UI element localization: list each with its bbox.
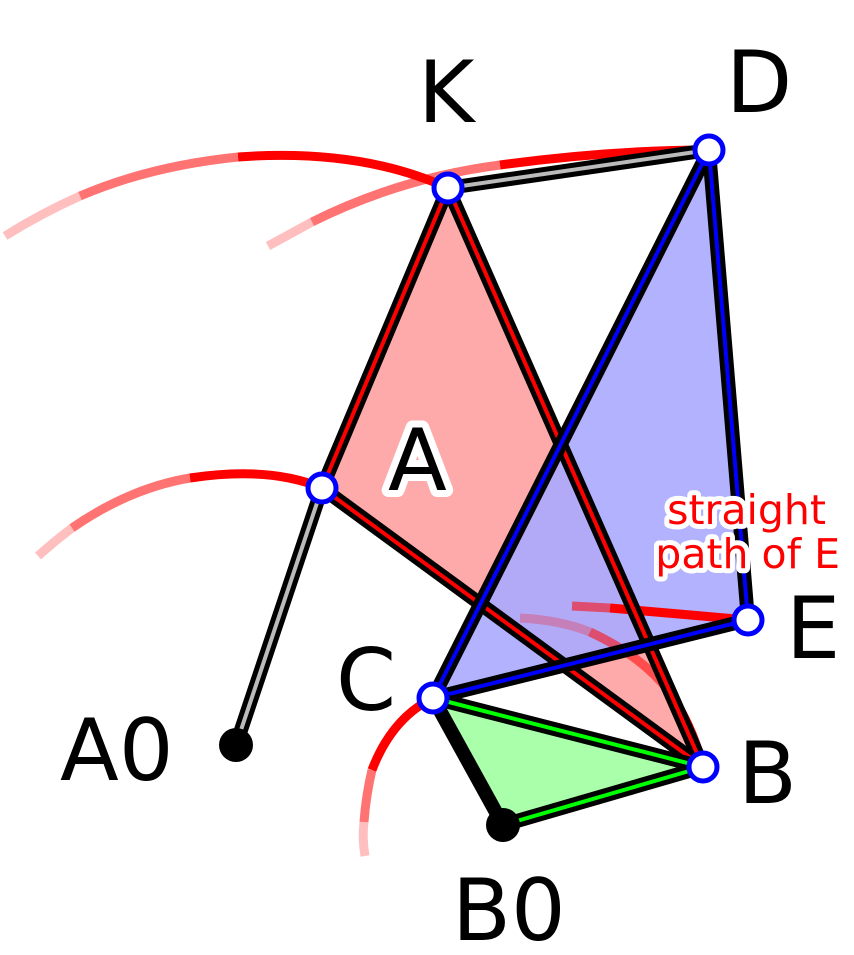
joint-d — [692, 133, 726, 167]
label-c: C — [336, 631, 396, 731]
joint-e — [731, 603, 765, 637]
label-b0: B0 — [452, 861, 566, 955]
label-a0: A0 — [60, 701, 174, 801]
moving-joints — [305, 133, 765, 784]
triangle-d-edges — [426, 143, 755, 705]
ground-joint-b0 — [486, 808, 520, 842]
label-d: D — [726, 33, 792, 133]
ground-joint-a0 — [219, 728, 253, 762]
note-path-of-e: path of E — [655, 530, 840, 578]
joint-b — [686, 750, 720, 784]
path-of-a-joint — [35, 469, 324, 560]
joint-c — [416, 681, 450, 715]
triangle-a-edges — [315, 181, 710, 774]
label-b: B — [738, 724, 797, 824]
triangle-b0-fill — [433, 698, 703, 825]
joint-a — [305, 471, 339, 505]
label-a: A — [388, 411, 447, 511]
link-k-d — [441, 143, 716, 195]
triangle-b0-edges — [426, 691, 710, 832]
note-straight: straight — [667, 486, 826, 534]
label-k: K — [418, 43, 477, 143]
joint-k — [431, 171, 465, 205]
link-a0-ajoint — [229, 481, 329, 752]
label-e: E — [786, 579, 840, 679]
triangle-d-fill — [433, 150, 748, 698]
